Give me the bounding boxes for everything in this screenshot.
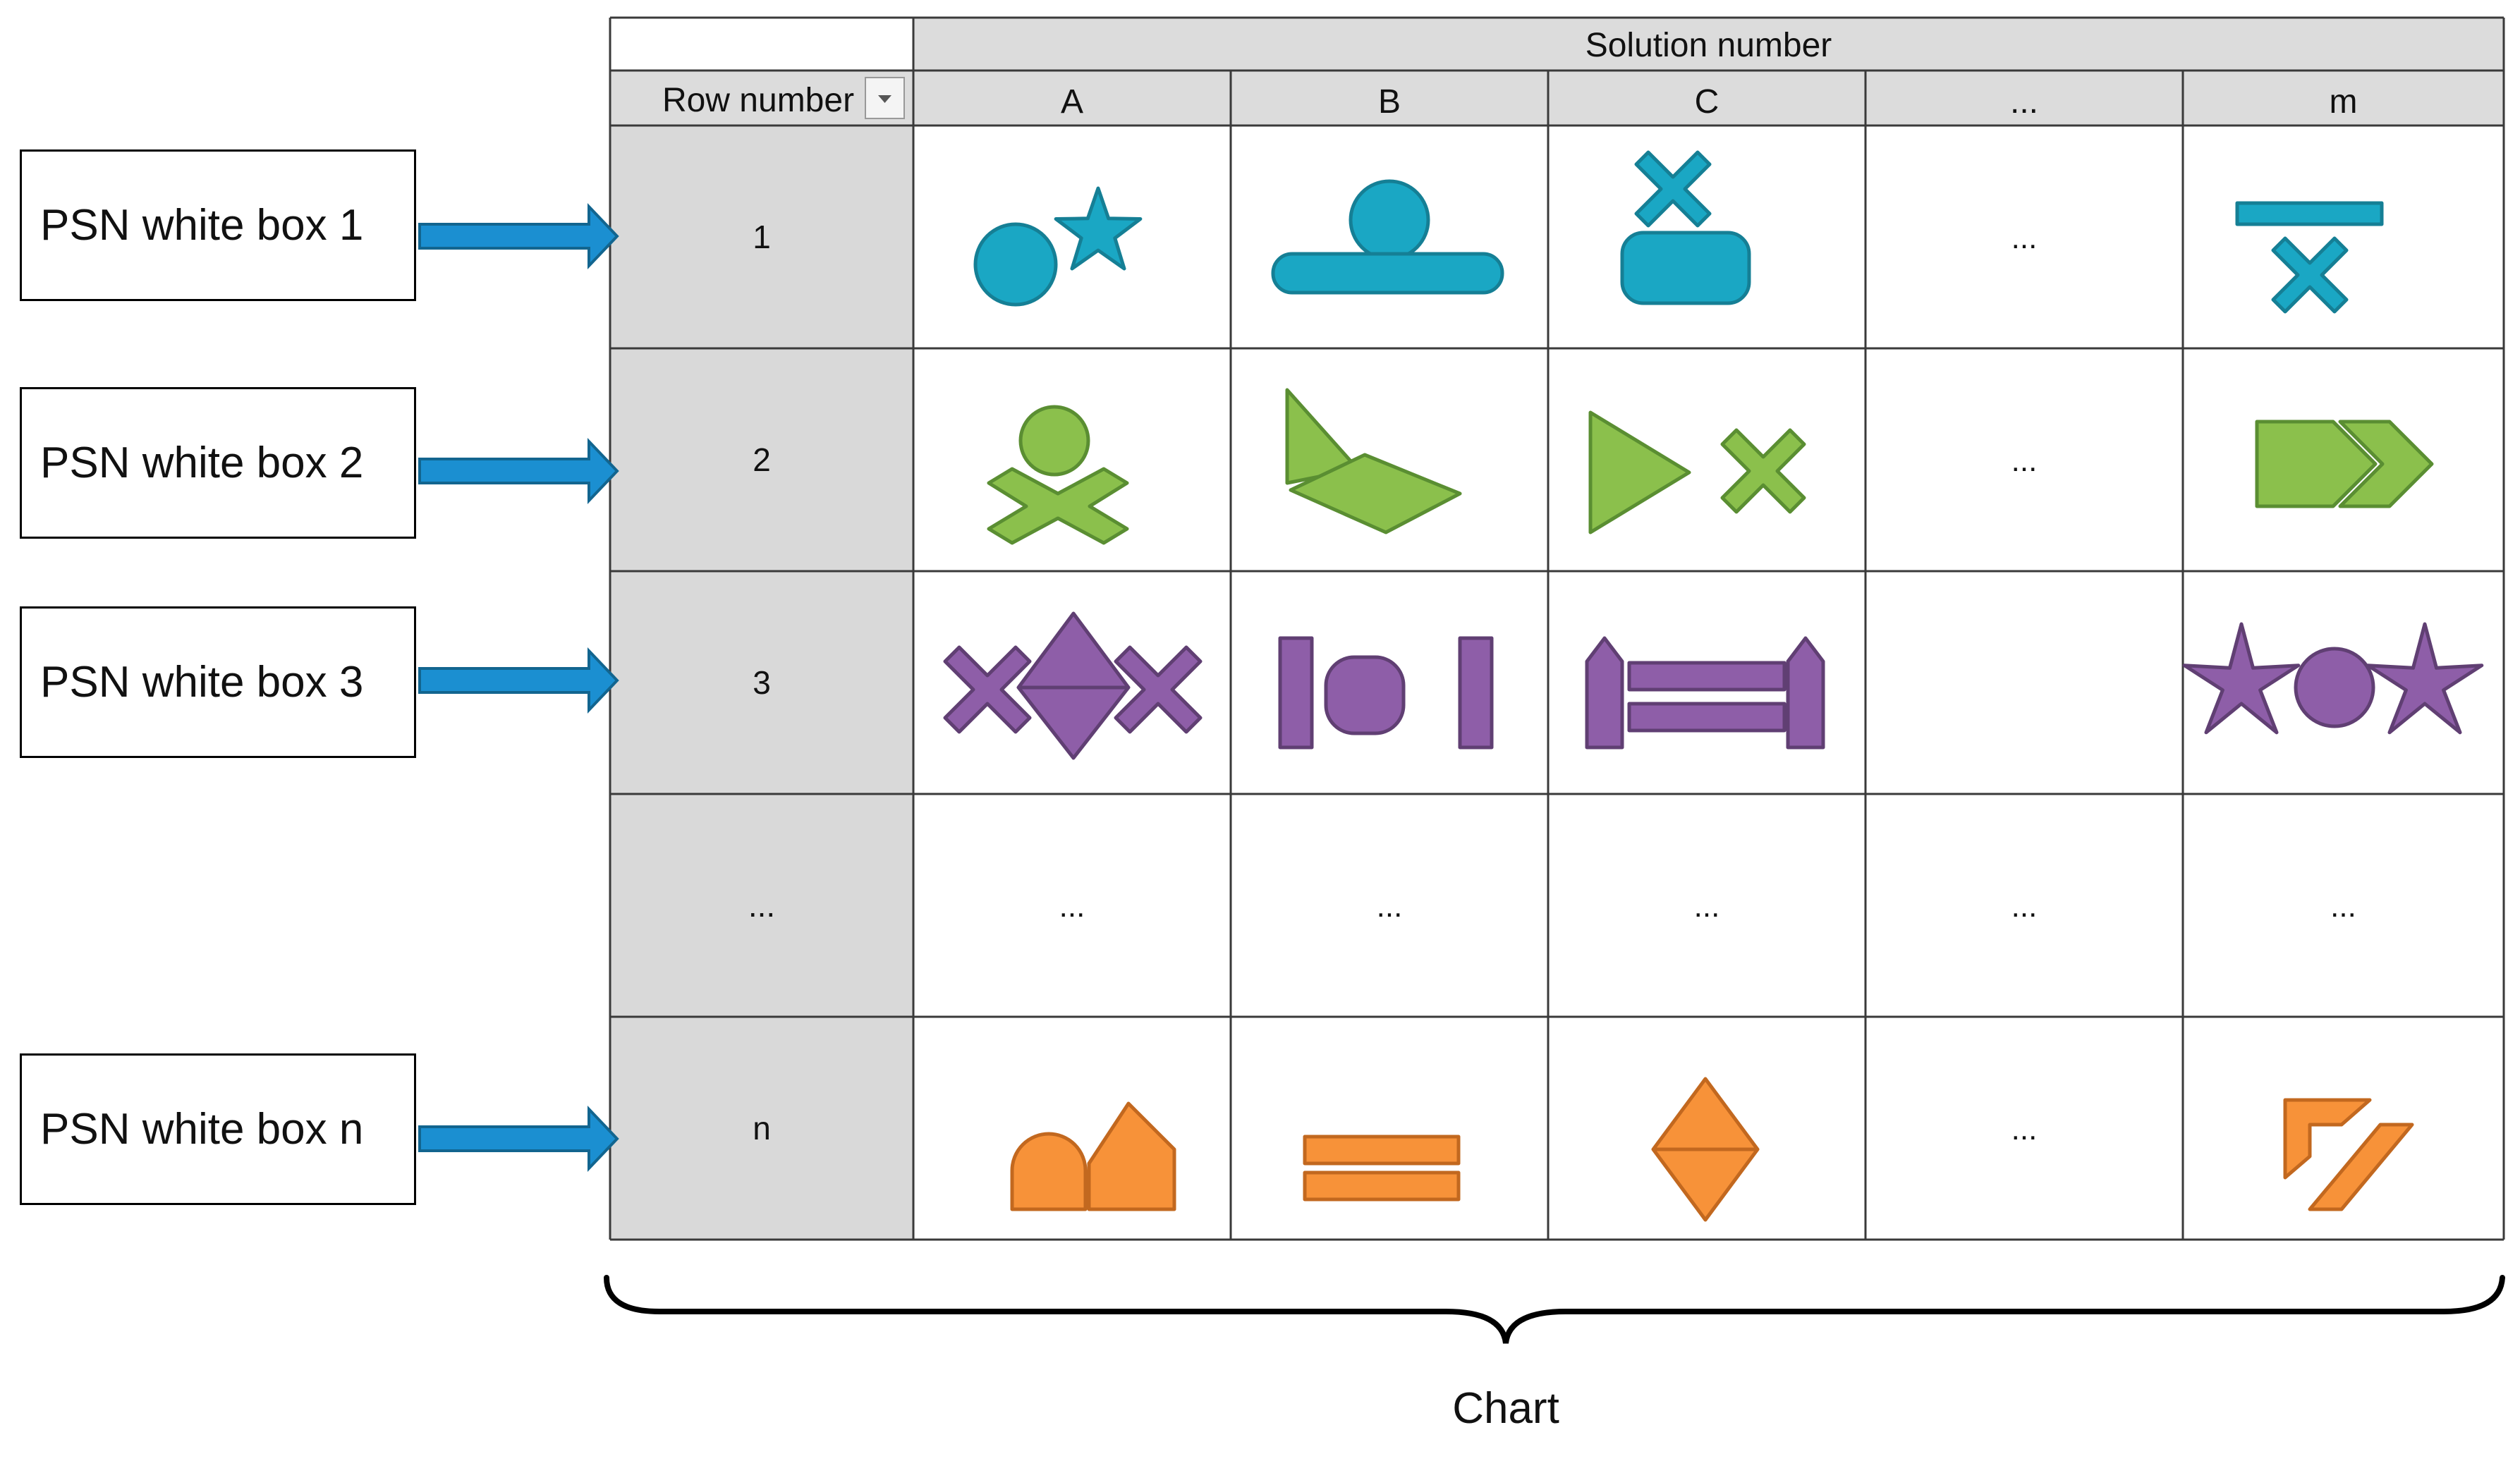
cell-ellipsis: ... [2011, 221, 2038, 255]
row-number-column [610, 126, 913, 1240]
rounded-rect-shape [1620, 231, 1751, 305]
pentagon-shape [2255, 420, 2378, 508]
bar-shape [2235, 201, 2384, 226]
psn-white-box-n: PSN white box n [20, 1053, 416, 1205]
column-header-row [610, 71, 2504, 126]
solution-number-header-cell [913, 18, 2504, 71]
column-header-3: C [1695, 83, 1719, 121]
row-number-5: n [753, 1110, 771, 1147]
blank-header-cell [610, 18, 913, 71]
circle-shape [973, 222, 1058, 307]
circle-shape [2294, 647, 2375, 728]
bar-shape [1627, 661, 1786, 692]
x-shape [1634, 150, 1712, 228]
bar-shape [1627, 702, 1786, 733]
column-header-2: B [1378, 83, 1401, 121]
x-shape [1720, 428, 1806, 514]
brace: Chart [604, 1275, 2505, 1433]
bar-shape [1303, 1170, 1461, 1202]
star-shape [1054, 186, 1143, 271]
column-header-1: A [1061, 83, 1083, 121]
chart-label: Chart [1452, 1384, 1559, 1433]
x-shape [1114, 645, 1203, 734]
cell-ellipsis: ... [2011, 444, 2038, 478]
column-header-5: m [2330, 83, 2358, 121]
psn-white-box-2: PSN white box 2 [20, 387, 416, 539]
rounded-bar-shape [1271, 252, 1504, 295]
column-header-4: ... [2010, 83, 2038, 121]
solution-number-label: Solution number [1585, 27, 1832, 64]
psn-white-box-1: PSN white box 1 [20, 149, 416, 301]
cell-ellipsis: ... [1059, 889, 1085, 924]
chart-brace [604, 1275, 2505, 1344]
house-shape [1087, 1101, 1176, 1211]
star-shape [2366, 622, 2484, 735]
row-number-label: Row number [662, 82, 854, 119]
parallelogram-shape [1289, 453, 1462, 534]
x-shape [943, 645, 1032, 734]
arrow-3 [418, 647, 619, 714]
chevron-shape [2338, 420, 2434, 508]
cell-ellipsis: ... [1694, 889, 1720, 924]
cell-shapes [943, 150, 2484, 1222]
arrow-1 [418, 203, 619, 269]
parallelogram-shape [2308, 1123, 2414, 1211]
bar-shape [1303, 1135, 1461, 1166]
corner-shape [2283, 1098, 2372, 1180]
arch-shape [1010, 1132, 1088, 1211]
row-number-4: ... [748, 887, 775, 924]
row-number-filter-button [865, 77, 905, 119]
table-grid [609, 16, 2505, 1241]
cell-ellipsis: ... [2330, 889, 2356, 924]
table-background [610, 18, 2504, 1240]
arrow-2 [418, 438, 619, 504]
row-number-2: 2 [753, 441, 771, 478]
x-shape [2271, 236, 2349, 314]
psn-white-box-3: PSN white box 3 [20, 606, 416, 758]
rounded-rect-shape [1324, 655, 1406, 735]
arrow-4 [418, 1106, 619, 1172]
row-number-1: 1 [753, 219, 771, 255]
cell-ellipsis: ... [2011, 889, 2038, 924]
chevron-down-icon [878, 95, 891, 103]
cell-ellipsis: ... [1377, 889, 1403, 924]
triangle-shape [1588, 410, 1691, 534]
crossbones-shape [987, 467, 1129, 545]
circle-shape [1018, 405, 1090, 477]
circle-shape [1349, 179, 1430, 261]
tab-shape [1585, 636, 1624, 750]
bar-shape [1458, 636, 1494, 750]
cell-ellipsis: ... [2011, 1112, 2038, 1147]
tab-shape [1786, 636, 1825, 750]
star-shape [2182, 622, 2301, 735]
row-number-3: 3 [753, 664, 771, 701]
bar-shape [1278, 636, 1314, 750]
arrows [418, 203, 619, 1172]
